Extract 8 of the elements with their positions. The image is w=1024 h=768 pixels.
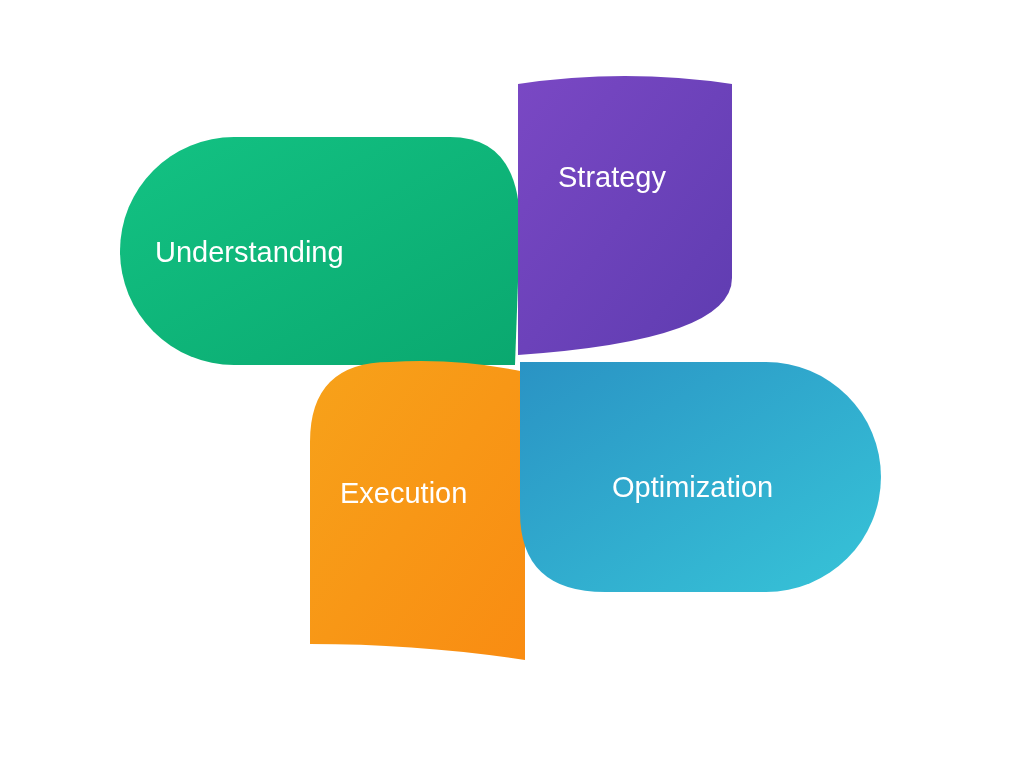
shape-label: Optimization	[612, 473, 774, 502]
shape-label: Strategy	[558, 163, 666, 192]
petal-shape	[310, 362, 525, 660]
petal-shape	[120, 137, 520, 365]
shape-label: Understanding	[155, 238, 344, 267]
petal-shape	[520, 362, 880, 592]
shape-label: Execution	[340, 479, 468, 508]
petal-shape	[518, 78, 732, 355]
